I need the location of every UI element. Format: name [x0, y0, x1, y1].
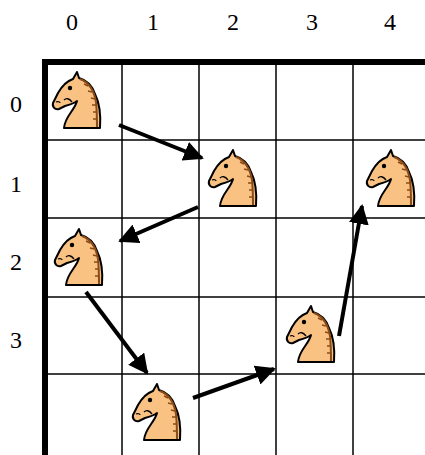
column-number: 4	[384, 10, 396, 34]
row-number: 2	[10, 250, 22, 274]
column-number: 3	[306, 10, 318, 34]
column-number: 0	[66, 10, 78, 34]
row-number: 1	[10, 172, 22, 196]
row-number: 0	[10, 92, 22, 116]
column-number: 2	[227, 10, 239, 34]
row-number: 3	[10, 328, 22, 352]
column-number: 1	[147, 10, 159, 34]
